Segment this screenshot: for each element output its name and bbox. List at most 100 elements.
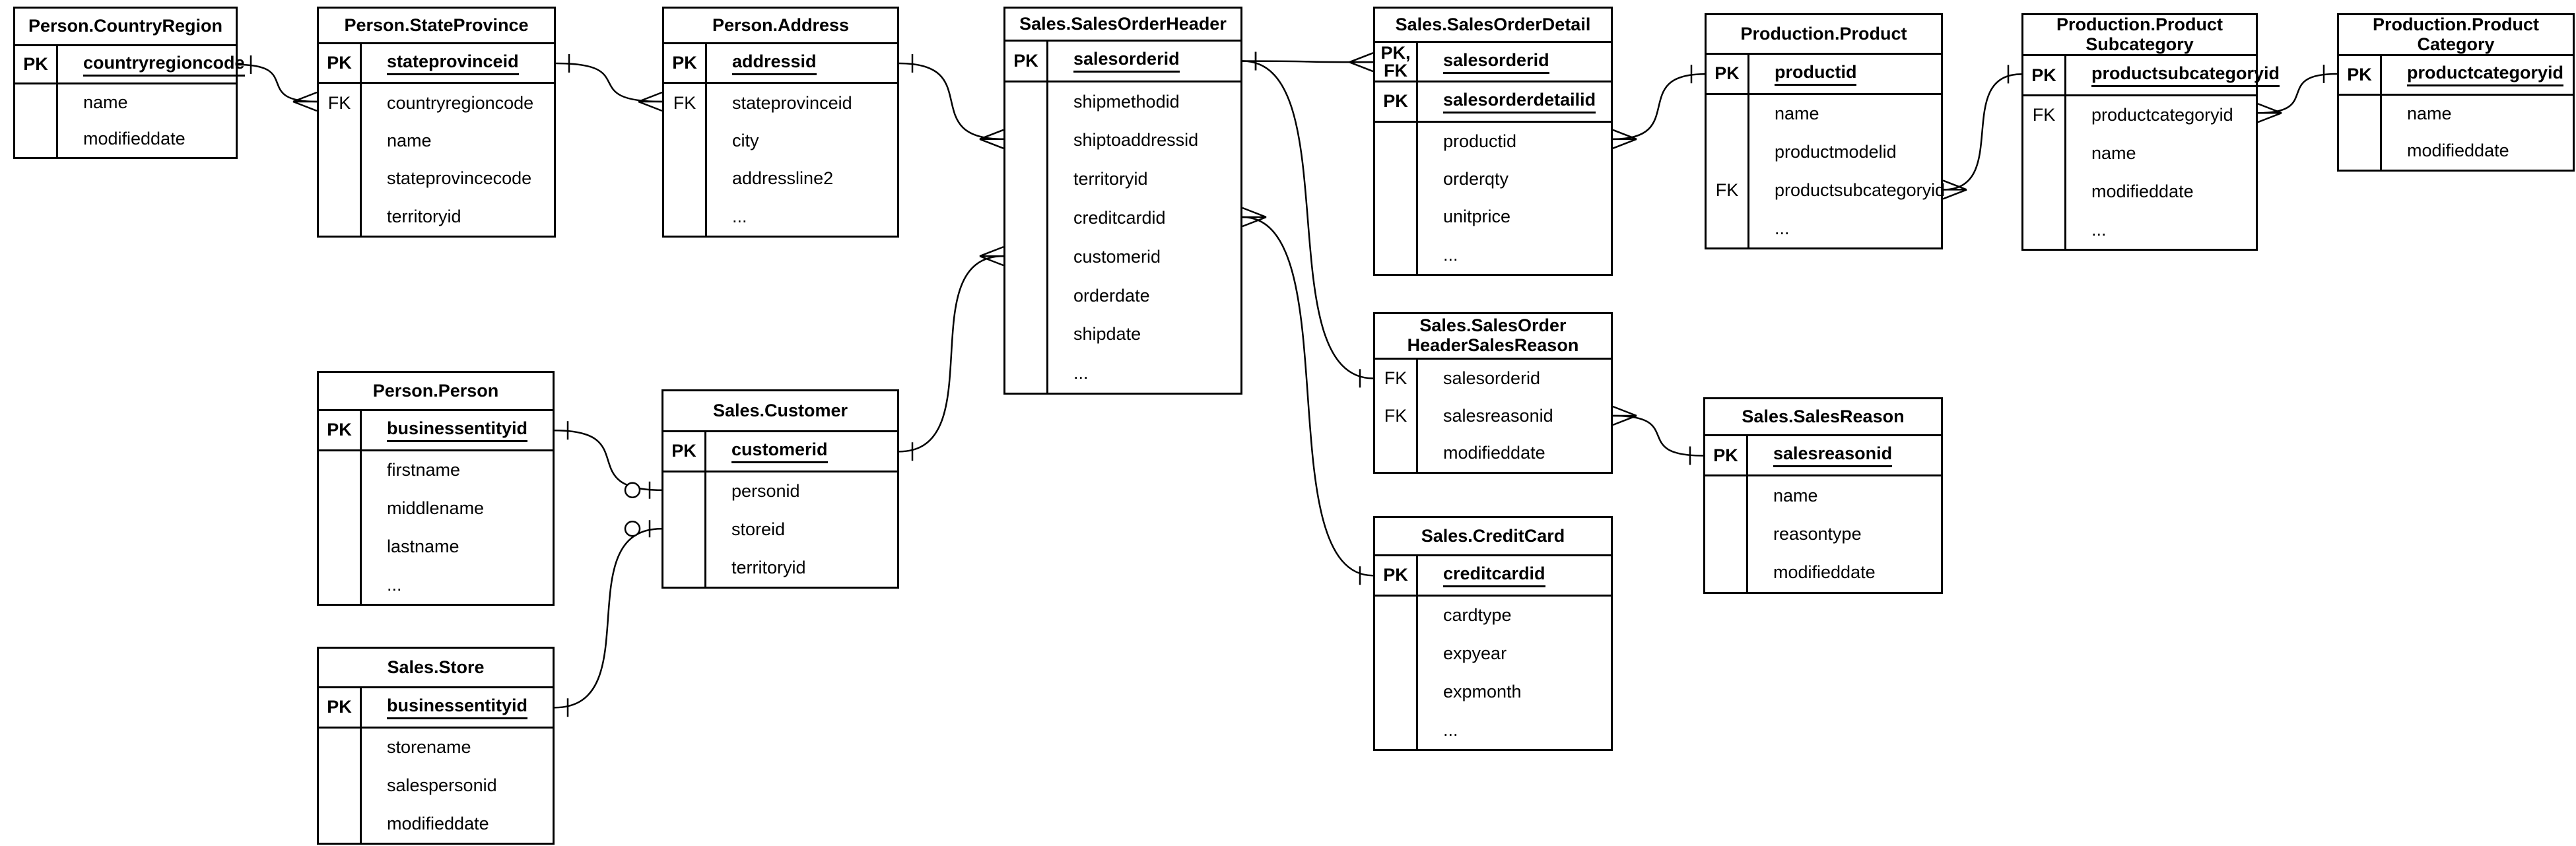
key-label: [1707, 94, 1749, 133]
key-label: PK, FK: [1375, 43, 1418, 81]
relationship-connector[interactable]: [898, 255, 1004, 453]
cardinality-marker-many: [638, 91, 663, 112]
key-label: PK: [15, 46, 58, 82]
key-label: PK: [319, 688, 362, 727]
field-row: ...: [1375, 711, 1611, 749]
key-label: [1375, 236, 1418, 274]
cardinality-marker-many: [1349, 52, 1374, 73]
primary-key-field: addressid: [732, 51, 817, 75]
field-row: creditcardid: [1005, 199, 1240, 238]
field-row: name: [2023, 134, 2256, 173]
field-name: salesorderid: [1443, 368, 1541, 388]
cardinality-marker-many: [1612, 129, 1637, 149]
field-row: modifieddate: [1375, 434, 1611, 472]
entity-title: Production.Product Category: [2339, 15, 2573, 57]
key-label: PK: [1005, 42, 1048, 81]
primary-key-field: stateprovinceid: [387, 51, 519, 75]
relationship-connector[interactable]: [1242, 60, 1374, 63]
field-name: ...: [1443, 244, 1458, 265]
key-label: FK: [319, 84, 362, 122]
field-row: expyear: [1375, 634, 1611, 673]
primary-key-field: productid: [1775, 62, 1857, 86]
key-label: [319, 160, 362, 198]
field-name: customerid: [1073, 246, 1161, 267]
relationship-connector[interactable]: [1612, 73, 1705, 141]
field-row: ...: [1375, 236, 1611, 274]
key-label: PK: [319, 44, 362, 82]
key-label: [1375, 198, 1418, 236]
field-name: ...: [732, 206, 747, 226]
key-label: [664, 160, 707, 198]
field-name: stateprovinceid: [732, 92, 852, 113]
relationship-connector[interactable]: [237, 63, 318, 103]
relationship-connector[interactable]: [1942, 73, 2022, 191]
relationship-connector[interactable]: [554, 528, 662, 709]
field-name: name: [2407, 104, 2452, 124]
field-name: orderqty: [1443, 169, 1509, 189]
relationship-connector[interactable]: [1612, 414, 1704, 457]
entity-title: Person.CountryRegion: [15, 9, 236, 46]
field-name: modifieddate: [83, 129, 186, 148]
field-name: modifieddate: [1443, 443, 1545, 463]
field-name: ...: [387, 574, 402, 595]
field-row: PK salesorderid: [1005, 42, 1240, 82]
key-label: [319, 766, 362, 805]
key-label: [1005, 121, 1048, 160]
field-row: modifieddate: [1705, 553, 1941, 592]
field-name: modifieddate: [2091, 181, 2194, 201]
field-name: name: [387, 131, 432, 151]
field-name: salesreasonid: [1748, 436, 1941, 474]
key-label: PK: [1375, 556, 1418, 595]
field-name: modifieddate: [1773, 562, 1876, 583]
field-row: lastname: [319, 527, 553, 566]
key-label: [319, 121, 362, 160]
relationship-connector[interactable]: [555, 62, 663, 103]
field-row: orderqty: [1375, 160, 1611, 199]
field-row: name: [15, 84, 236, 121]
key-label: [1005, 276, 1048, 315]
cardinality-marker-many: [979, 245, 1004, 267]
field-name: salespersonid: [387, 775, 497, 795]
key-label: [1005, 199, 1048, 238]
relationship-connector[interactable]: [1242, 216, 1374, 577]
primary-key-field: salesorderid: [1073, 49, 1180, 73]
entity-title: Sales.CreditCard: [1375, 518, 1611, 556]
entity-title: Sales.SalesOrderDetail: [1375, 9, 1611, 43]
key-label: [1375, 711, 1418, 749]
key-label: PK: [2023, 56, 2066, 95]
relationship-connector[interactable]: [1242, 60, 1374, 379]
field-name: ...: [1443, 719, 1458, 740]
field-name: stateprovinceid: [362, 44, 554, 82]
field-row: name: [1707, 94, 1941, 133]
field-name: name: [83, 92, 128, 112]
field-name: modifieddate: [387, 813, 489, 833]
relationship-connector[interactable]: [898, 62, 1004, 141]
primary-key-field: salesreasonid: [1773, 443, 1893, 468]
key-label: [664, 197, 707, 236]
field-row: personid: [663, 472, 897, 511]
field-row: PK stateprovinceid: [319, 44, 554, 84]
relationship-connector[interactable]: [554, 429, 662, 491]
